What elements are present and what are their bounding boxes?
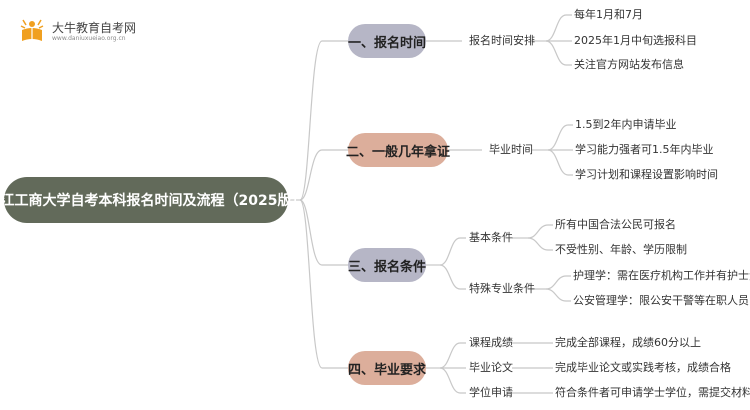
connector-line	[527, 224, 553, 239]
site-logo[interactable]: 大牛教育自考网 www.daniuxueiao.org.cn	[18, 16, 138, 46]
sub-graduation-time: 毕业时间	[489, 143, 533, 156]
leaf-registration-months: 每年1月和7月	[574, 8, 643, 21]
connector-line	[439, 367, 466, 394]
branch-registration-conditions: 三、报名条件	[348, 248, 426, 282]
connector-line	[439, 237, 466, 266]
connector-line	[547, 124, 573, 151]
branch-graduation-requirements: 四、毕业要求	[348, 351, 426, 385]
connector-line	[299, 199, 348, 369]
leaf-registration-official-site: 关注官方网站发布信息	[574, 58, 684, 71]
connector-line	[545, 288, 571, 302]
branch-registration-time: 一、报名时间	[348, 24, 426, 58]
book-logo-icon	[20, 19, 44, 41]
leaf-basic-no-limits: 不受性别、年龄、学历限制	[555, 243, 687, 256]
sub-registration-schedule: 报名时间安排	[469, 34, 535, 47]
leaf-graduation-duration: 1.5到2年内申请毕业	[575, 118, 677, 131]
logo-site-name: 大牛教育自考网	[52, 21, 137, 35]
connector-line	[299, 40, 348, 201]
connector-line	[439, 342, 466, 369]
connector-line	[545, 14, 572, 42]
connector-line	[547, 149, 573, 176]
leaf-degree-application: 符合条件者可申请学士学位，需提交材料	[555, 386, 750, 399]
connector-line	[545, 40, 572, 66]
branch-years-to-certificate: 二、一般几年拿证	[346, 133, 450, 167]
logo-site-url: www.daniuxueiao.org.cn	[52, 35, 126, 42]
sub-graduation-thesis: 毕业论文	[469, 361, 513, 374]
connector-line	[527, 237, 553, 251]
sub-course-grades: 课程成绩	[469, 336, 513, 349]
leaf-registration-select-subjects: 2025年1月中旬选报科目	[574, 34, 697, 47]
connector-line	[439, 264, 466, 290]
sub-basic-conditions: 基本条件	[469, 231, 513, 244]
sub-special-major-conditions: 特殊专业条件	[469, 282, 535, 295]
connector-line	[545, 275, 571, 290]
connector-line	[299, 149, 348, 201]
leaf-special-public-security: 公安管理学：限公安干警等在职人员	[573, 294, 749, 307]
root-node: 浙江工商大学自考本科报名时间及流程（2025版）	[0, 177, 305, 223]
leaf-graduation-fast-track: 学习能力强者可1.5年内毕业	[575, 143, 714, 156]
leaf-course-grades: 完成全部课程，成绩60分以上	[555, 336, 701, 349]
leaf-graduation-plan-impact: 学习计划和课程设置影响时间	[575, 168, 718, 181]
leaf-special-nursing: 护理学：需在医疗机构工作并有护士资格	[573, 269, 750, 282]
leaf-graduation-thesis: 完成毕业论文或实践考核，成绩合格	[555, 361, 731, 374]
leaf-basic-citizens: 所有中国合法公民可报名	[555, 218, 676, 231]
connector-line	[299, 199, 348, 266]
sub-degree-application: 学位申请	[469, 386, 513, 399]
